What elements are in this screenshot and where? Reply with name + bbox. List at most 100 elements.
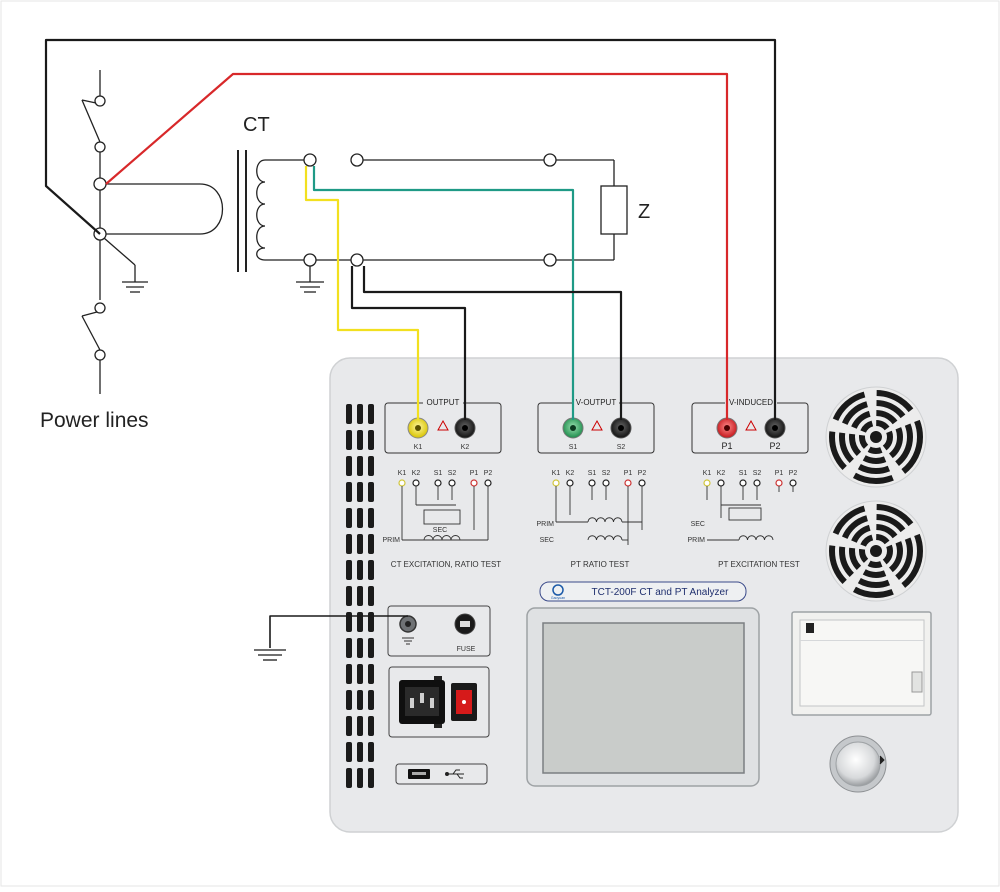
pt-ratio-title: PT RATIO TEST (571, 560, 630, 569)
terminal-dot-p1 (470, 479, 478, 487)
terminal-label-s1: S1 (739, 470, 748, 477)
terminal-label-p1: P1 (470, 470, 479, 477)
fan-ring (849, 524, 903, 578)
wire-s2 (362, 266, 623, 420)
cooling-fan-top (825, 386, 927, 488)
terminal-dot-p2 (484, 479, 492, 487)
circuit-schematic (81, 70, 628, 394)
external-ground-icon (254, 649, 286, 661)
s1-label: S1 (569, 444, 578, 451)
terminal-label-k2: K2 (412, 470, 421, 477)
ct-s2-terminal (303, 253, 317, 267)
sec-label: SEC (433, 527, 447, 534)
warning-icon (591, 419, 603, 431)
fan-hub (870, 431, 882, 443)
rotary-knob[interactable] (829, 735, 887, 793)
fan-ring (849, 410, 903, 464)
power-lines-label: Power lines (40, 409, 149, 432)
wire-s1 (312, 166, 575, 420)
coil (738, 535, 774, 541)
ct-label: CT (243, 114, 270, 136)
terminal-label-p2: P2 (789, 470, 798, 477)
printer-feed-icon (806, 623, 814, 633)
ground-icon (402, 637, 414, 645)
terminal-dot-p2 (638, 479, 646, 487)
fan-ring (839, 514, 913, 588)
terminal-label-s2: S2 (753, 470, 762, 477)
breaker-terminal (94, 95, 106, 107)
brand-logo-icon (552, 584, 564, 596)
sec-label: SEC (691, 521, 705, 528)
terminal-dot-k2 (566, 479, 574, 487)
impedance-label: Z (638, 201, 650, 223)
connection-wires (44, 38, 777, 648)
terminal-dot-k2 (412, 479, 420, 487)
fan-ring (859, 534, 893, 568)
pt-excitation-title: PT EXCITATION TEST (718, 560, 800, 569)
terminal-dot-s2 (448, 479, 456, 487)
v-output-block-title: V-OUTPUT (576, 398, 617, 407)
warning-icon (745, 419, 757, 431)
terminal-dot-s2 (753, 479, 761, 487)
wire-p1 (105, 72, 729, 420)
s2-label: S2 (617, 444, 626, 451)
fuse-label: FUSE (457, 646, 476, 653)
fan-hub (870, 545, 882, 557)
ct-s1-terminal (303, 153, 317, 167)
prim-label: PRIM (383, 537, 401, 544)
terminal-label-k1: K1 (703, 470, 712, 477)
cooling-fan-bottom (825, 500, 927, 602)
terminal-label-p1: P1 (624, 470, 633, 477)
analyzer-panel: OUTPUT K1 K2 V-OUTPUT S1 S2 V-INDU (329, 357, 959, 833)
wire-k2 (350, 266, 467, 420)
prim-label: PRIM (537, 521, 555, 528)
v-induced-terminal-block: V-INDUCED P1 P2 (691, 397, 809, 454)
terminal-dot-k1 (398, 479, 406, 487)
terminal-dot-p1 (775, 479, 783, 487)
brand-logo-text: Gaoyuan (551, 596, 565, 600)
vent-slots (346, 404, 374, 788)
terminal-label-p2: P2 (638, 470, 647, 477)
usb-icon (445, 769, 464, 779)
coil (587, 535, 623, 541)
warning-icon (437, 419, 449, 431)
terminal-dot-k1 (703, 479, 711, 487)
ct-test-title: CT EXCITATION, RATIO TEST (391, 560, 501, 569)
terminal-dot-k2 (717, 479, 725, 487)
terminal-dot-p2 (789, 479, 797, 487)
fan-ring (859, 420, 893, 454)
p2-label: P2 (769, 441, 780, 451)
sec-label: SEC (540, 537, 554, 544)
terminal-dot-p1 (624, 479, 632, 487)
terminal-label-k2: K2 (566, 470, 575, 477)
wire-p2 (44, 38, 777, 420)
ground-fuse-block: FUSE (387, 605, 491, 657)
power-inlet-block (388, 666, 490, 738)
terminal-label-k1: K1 (398, 470, 407, 477)
output-block-title: OUTPUT (427, 398, 460, 407)
terminal-label-p2: P2 (484, 470, 493, 477)
terminal-label-s1: S1 (588, 470, 597, 477)
lcd-display (526, 607, 760, 787)
brand-plate: Gaoyuan TCT-200F CT and PT Analyzer (539, 581, 747, 602)
prim-label: PRIM (688, 537, 706, 544)
k2-label: K2 (461, 444, 470, 451)
wire-k1 (304, 166, 420, 420)
brand-label: TCT-200F CT and PT Analyzer (592, 587, 730, 598)
wire-ground (269, 615, 408, 648)
usb-block (395, 763, 488, 785)
terminal-label-k1: K1 (552, 470, 561, 477)
terminal-dot-k1 (552, 479, 560, 487)
thermal-printer[interactable] (791, 611, 932, 716)
terminal-dot-s1 (739, 479, 747, 487)
p1-label: P1 (721, 441, 732, 451)
k1-label: K1 (414, 444, 423, 451)
terminal-label-s1: S1 (434, 470, 443, 477)
terminal-dot-s2 (602, 479, 610, 487)
coil (587, 517, 623, 523)
